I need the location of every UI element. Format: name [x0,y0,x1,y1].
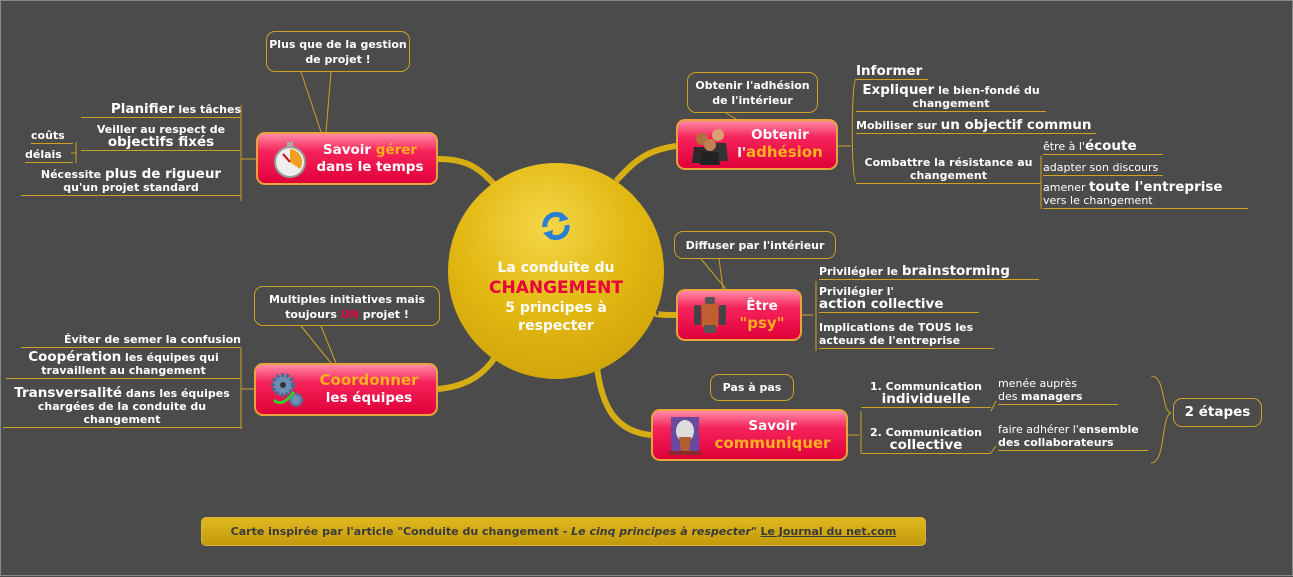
node-label-highlight: adhésion [746,143,823,161]
t-bold-2: des collaborateurs [998,436,1114,449]
meeting-table-icon [694,297,726,333]
callout-text-3: projet ! [358,308,409,321]
branch-expliquer[interactable]: Expliquer le bien-fondé du changement [856,82,1046,112]
footer-article-title: Le cinq principes à respecter" [571,525,757,538]
footer-link[interactable]: Le Journal du net.com [760,525,897,538]
t-bold: Expliquer [862,82,935,98]
t-bold: ensemble [1078,423,1139,436]
callout-psy: Diffuser par l'intérieur [674,231,836,259]
t-normal: Veiller au respect de [96,123,226,136]
t-normal: amener [1043,181,1089,194]
node-etre-psy[interactable]: Être"psy" [676,289,802,341]
summary-2-etapes[interactable]: 2 étapes [1173,398,1262,427]
sub-couts[interactable]: coûts [31,129,73,144]
t-normal: les tâches [174,103,241,116]
center-title: La conduite du [497,260,615,276]
central-topic[interactable]: La conduite du CHANGEMENT 5 principes à … [448,163,664,379]
t-normal: Mobiliser sur [856,119,941,132]
podium-icon [669,417,701,455]
center-highlight: CHANGEMENT [488,278,623,298]
callout-highlight: UN [340,308,359,321]
footer-text: Carte inspirée par l'article "Conduite d… [230,525,572,538]
t-bold: un objectif commun [940,117,1092,133]
t-normal: 2. Communication [869,426,982,439]
t-bold: brainstorming [901,263,1010,279]
t-normal: Privilégier l' [819,285,894,298]
t-normal: les équipes qui travaillent au changemen… [41,351,219,377]
callout-text: Multiples initiatives mais [268,293,426,306]
stopwatch-icon [274,141,306,178]
node-label-highlight: gérer [375,141,418,158]
branch-informer[interactable]: Informer [856,64,928,80]
node-label: Obtenir [751,127,809,143]
t-bold: Coopération [28,349,122,365]
t-bold: individuelle [881,391,971,407]
center-subtitle: 5 principes à [505,300,607,316]
callout-adhesion: Obtenir l'adhésion de l'intérieur [687,72,818,113]
t-normal: faire adhérer l' [998,423,1079,436]
t-normal: dans les équipes chargées de la conduite… [37,387,230,426]
t-bold: Planifier [110,101,175,117]
node-label-highlight: Coordonner [319,371,419,389]
t-bold: collective [889,437,963,453]
t-bold: objectifs fixés [107,134,215,150]
t-normal: être à l' [1043,140,1085,153]
t-bold: écoute [1084,138,1137,154]
callout-communiquer: Pas à pas [710,374,794,401]
sub-delais[interactable]: délais [25,148,73,163]
callout-coordonner: Multiples initiatives mais toujours UN pr… [254,286,440,326]
t-normal-2: qu'un projet standard [63,181,199,194]
t-normal: Nécessite [40,168,105,181]
t-normal: le bien-fondé du changement [912,84,1040,110]
t-bold: managers [1020,390,1083,403]
t-bold: toute l'entreprise [1088,179,1223,195]
t-normal: Privilégier le [819,265,902,278]
node-label-highlight: "psy" [739,313,785,332]
branch-brainstorming[interactable]: Privilégier le brainstorming [819,263,1039,280]
callout-gerer: Plus que de la gestion de projet ! [266,31,410,72]
node-label-highlight: communiquer [714,433,831,452]
branch-transversalite[interactable]: Transversalité dans les équipes chargées… [3,385,241,428]
branch-cooperation[interactable]: Coopération les équipes qui travaillent … [6,349,241,379]
center-subtitle-2: respecter [518,318,594,334]
t-bold: Transversalité [14,385,122,401]
branch-mobiliser[interactable]: Mobiliser sur un objectif commun [856,117,1096,134]
t-normal-2: des [998,390,1021,403]
branch-confusion[interactable]: Éviter de semer la confusion [21,333,241,348]
node-label-2: dans le temps [316,158,424,175]
node-label-2: l' [737,145,746,161]
gears-icon [271,372,304,407]
branch-action[interactable]: Privilégier l'action collective [819,285,979,313]
node-obtenir-adhesion[interactable]: Obtenir l'adhésion [676,119,838,170]
t-normal: 1. Communication [869,380,982,393]
t-bold: action collective [819,296,944,312]
sub-adapter[interactable]: adapter son discours [1043,161,1163,176]
node-label: Savoir [748,417,797,434]
people-icon [692,128,728,165]
node-label: les équipes [325,390,413,406]
t-normal: menée auprès [998,377,1077,390]
t-bold: plus de rigueur [104,166,222,182]
branch-combattre[interactable]: Combattre la résistance au changement [856,156,1041,184]
callout-text-2: toujours [285,308,341,321]
node-label: Savoir [322,141,376,158]
branch-planifier[interactable]: Planifier les tâches [81,101,241,118]
sub-ecoute[interactable]: être à l'écoute [1043,138,1163,155]
t-normal-2: vers le changement [1043,194,1153,207]
branch-implications[interactable]: Implications de TOUS les acteurs de l'en… [819,321,994,349]
refresh-icon [542,211,570,241]
node-label: Être [746,297,778,314]
footer-credit: Carte inspirée par l'article "Conduite d… [201,517,926,546]
